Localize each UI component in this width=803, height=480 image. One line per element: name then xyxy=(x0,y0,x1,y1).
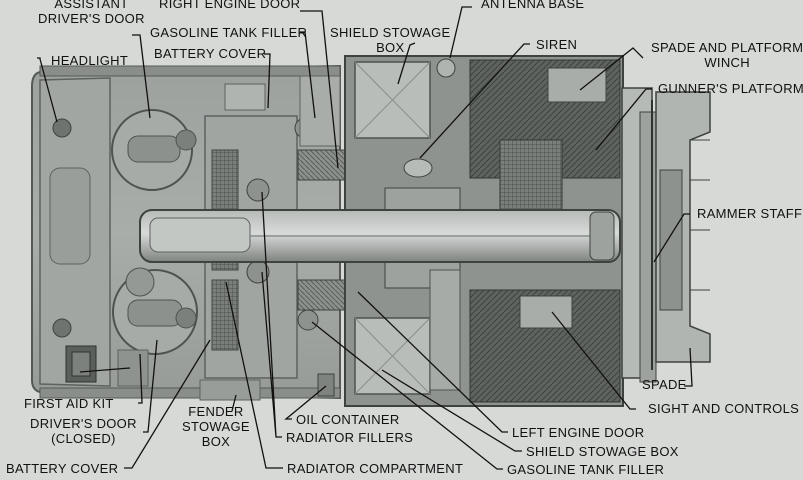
gasoline-tank-filler-left xyxy=(297,309,319,331)
antenna-base-mount xyxy=(436,58,456,78)
radiator-filler-1 xyxy=(246,178,270,202)
label-battery-cover-top: BATTERY COVER xyxy=(154,46,267,61)
label-battery-cover-bottom: BATTERY COVER xyxy=(6,461,119,476)
label-shield-stowage-box-bottom: SHIELD STOWAGE BOX xyxy=(526,444,679,459)
siren-unit xyxy=(403,158,433,178)
headlight-left xyxy=(52,318,72,338)
label-fender-stowage-box: FENDER STOWAGE BOX xyxy=(182,404,250,449)
label-oil-container: OIL CONTAINER xyxy=(296,412,400,427)
assistant-drivers-door-hatch xyxy=(111,109,197,191)
headlight-right xyxy=(52,118,72,138)
leader-lines xyxy=(37,6,693,470)
gunners-platform-assembly xyxy=(621,87,711,383)
label-radiator-compartment: RADIATOR COMPARTMENT xyxy=(287,461,464,476)
label-shield-stowage-box-top: SHIELD STOWAGE BOX xyxy=(330,25,451,55)
oil-container-can xyxy=(317,373,335,397)
label-headlight: HEADLIGHT xyxy=(51,53,129,68)
label-right-engine-door: RIGHT ENGINE DOOR xyxy=(159,0,301,11)
battery-cover-top-plate xyxy=(224,83,266,111)
front-hull-plate xyxy=(39,77,111,387)
label-left-engine-door: LEFT ENGINE DOOR xyxy=(512,425,645,440)
label-gasoline-tank-filler-bottom: GASOLINE TANK FILLER xyxy=(507,462,665,477)
label-gunners-platform: GUNNER'S PLATFORM xyxy=(658,81,803,96)
label-drivers-door: DRIVER'S DOOR (CLOSED) xyxy=(30,416,137,446)
label-assistant-drivers-door: ASSISTANT DRIVER'S DOOR xyxy=(38,0,145,26)
label-rammer-staff: RAMMER STAFF xyxy=(697,206,803,221)
label-gasoline-tank-filler-top: GASOLINE TANK FILLER xyxy=(150,25,308,40)
label-siren: SIREN xyxy=(536,37,578,52)
label-radiator-fillers: RADIATOR FILLERS xyxy=(286,430,414,445)
fender-stowage-box-plate xyxy=(199,379,261,401)
label-antenna-base: ANTENNA BASE xyxy=(481,0,585,11)
label-sight-and-controls: SIGHT AND CONTROLS xyxy=(648,401,800,416)
sight-unit xyxy=(519,295,573,329)
label-spade-and-platform-winch: SPADE AND PLATFORM WINCH xyxy=(651,40,803,70)
winch-drum xyxy=(547,67,607,103)
rammer-staff-bar xyxy=(659,169,683,311)
drivers-door-hatch xyxy=(112,267,198,355)
label-spade: SPADE xyxy=(642,377,687,392)
gun-barrel xyxy=(139,209,621,263)
label-first-aid-kit: FIRST AID KIT xyxy=(24,396,114,411)
